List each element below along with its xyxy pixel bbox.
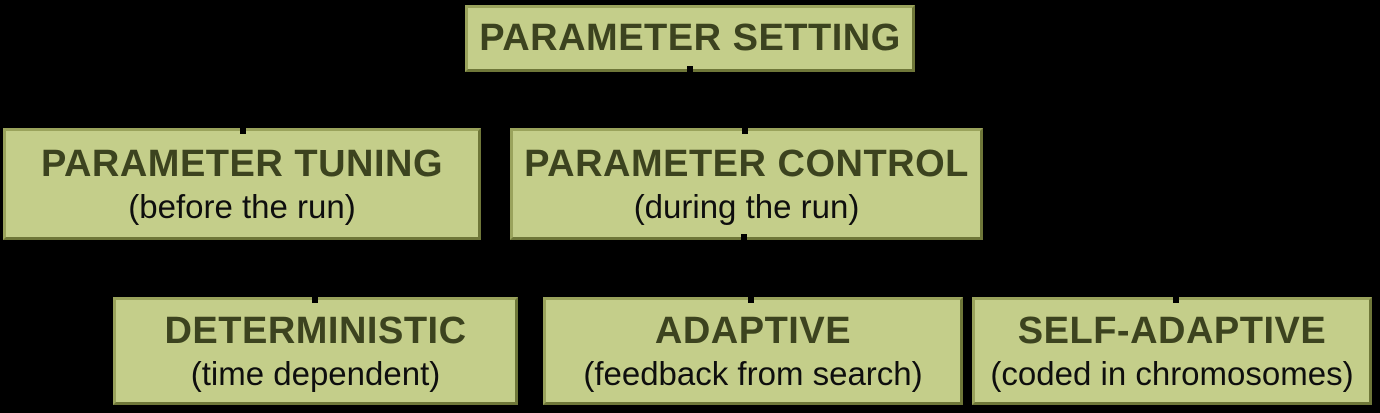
node-title: ADAPTIVE: [654, 309, 852, 352]
node-subtitle: (during the run): [633, 188, 860, 226]
connector-stub: [748, 293, 754, 303]
connector-stub: [1173, 293, 1179, 303]
node-self-adaptive: SELF-ADAPTIVE (coded in chromosomes): [972, 297, 1372, 405]
node-deterministic: DETERMINISTIC (time dependent): [113, 297, 518, 405]
node-title: PARAMETER TUNING: [40, 142, 444, 185]
connector-stub: [240, 124, 246, 134]
connector-stub: [742, 124, 748, 134]
node-subtitle: (feedback from search): [583, 355, 923, 393]
node-parameter-setting: PARAMETER SETTING: [465, 5, 915, 72]
connector-stub: [687, 66, 693, 76]
node-title: PARAMETER SETTING: [479, 16, 901, 59]
node-title: DETERMINISTIC: [164, 309, 467, 352]
node-parameter-tuning: PARAMETER TUNING (before the run): [3, 128, 481, 240]
connector-stub: [741, 234, 747, 244]
node-subtitle: (time dependent): [190, 355, 441, 393]
node-subtitle: (before the run): [128, 188, 356, 226]
node-subtitle: (coded in chromosomes): [990, 355, 1354, 393]
node-title: PARAMETER CONTROL: [524, 142, 969, 185]
node-title: SELF-ADAPTIVE: [1017, 309, 1327, 352]
connector-stub: [312, 293, 318, 303]
node-parameter-control: PARAMETER CONTROL (during the run): [510, 128, 983, 240]
node-adaptive: ADAPTIVE (feedback from search): [543, 297, 963, 405]
